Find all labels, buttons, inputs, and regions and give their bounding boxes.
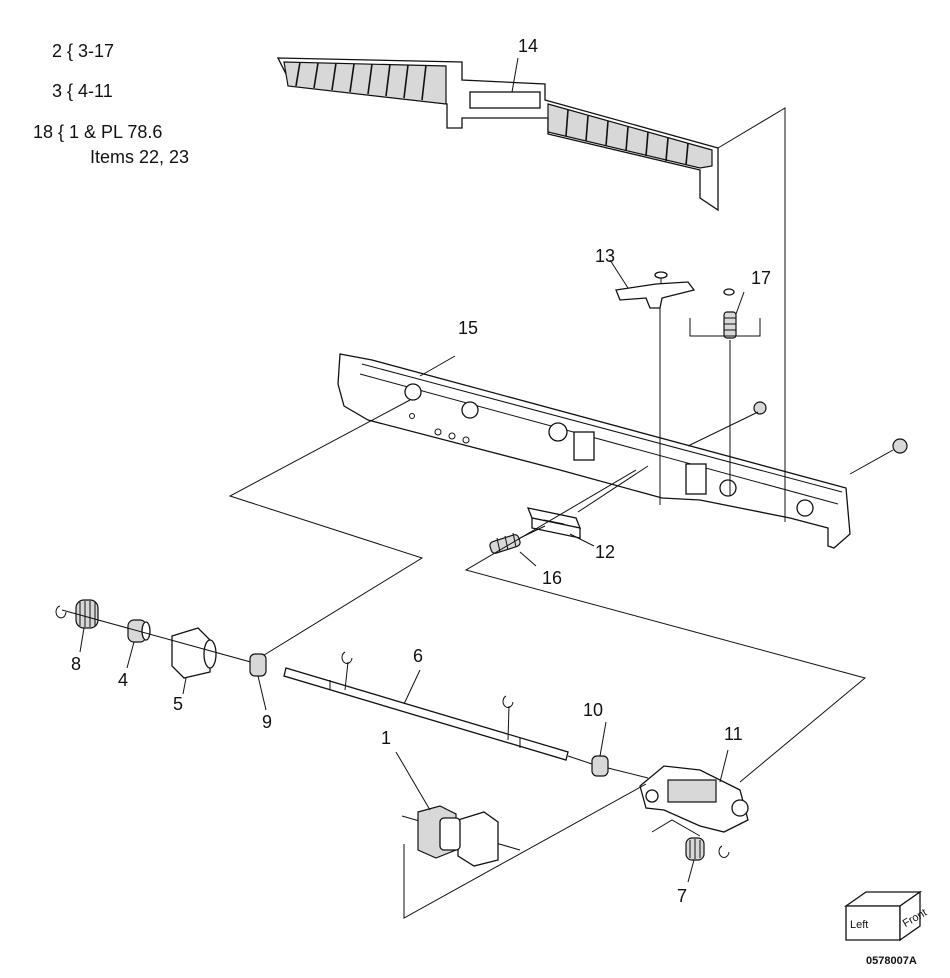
callout-10: 10 — [583, 700, 603, 720]
callout-11: 11 — [724, 724, 743, 744]
callout-7: 7 — [677, 886, 687, 906]
leader-14-to-bracket — [717, 107, 786, 522]
part-4-bearing — [126, 619, 151, 669]
part-13-actuator — [609, 259, 696, 309]
part-14-upper-chute — [276, 57, 719, 212]
part-16-spring — [489, 525, 546, 567]
part-10-bearing — [567, 721, 649, 779]
legend-line-3: 3 { 4-11 — [52, 81, 113, 101]
part-1-roller-assembly — [395, 751, 647, 919]
left-shaft-axis — [61, 609, 259, 665]
callout-12: 12 — [595, 542, 615, 562]
callout-17: 17 — [751, 268, 771, 288]
part-17-spring — [689, 288, 761, 339]
callout-14: 14 — [518, 36, 538, 56]
callout-9: 9 — [262, 712, 272, 732]
part-e-clip-left — [55, 605, 67, 619]
region-line-left — [228, 399, 424, 661]
part-15-main-bracket — [337, 353, 851, 549]
region-line-right — [464, 469, 867, 783]
orientation-cube: Left Front — [843, 890, 929, 942]
part-9-bearing — [249, 653, 267, 711]
callout-4: 4 — [118, 670, 128, 690]
drawing-id: 0578007A — [866, 955, 917, 967]
callout-5: 5 — [173, 694, 183, 714]
legend-line-2: 2 { 3-17 — [52, 41, 115, 61]
callout-1: 1 — [381, 728, 391, 748]
screw-right — [849, 438, 908, 475]
part-5-roller — [171, 627, 217, 695]
part-7-gear — [651, 819, 730, 883]
callout-16: 16 — [542, 568, 562, 588]
callout-8: 8 — [71, 654, 81, 674]
callout-13: 13 — [595, 246, 615, 266]
screw-upper — [687, 401, 767, 447]
callout-6: 6 — [413, 646, 423, 666]
legend-line-18-items: Items 22, 23 — [90, 147, 190, 167]
callout-15: 15 — [458, 318, 478, 338]
part-8-gear — [75, 599, 99, 653]
orientation-left-label: Left — [850, 919, 868, 931]
legend-line-18: 18 { 1 & PL 78.6 — [33, 122, 163, 142]
part-6-shaft — [283, 651, 569, 761]
part-11-housing — [639, 749, 749, 833]
